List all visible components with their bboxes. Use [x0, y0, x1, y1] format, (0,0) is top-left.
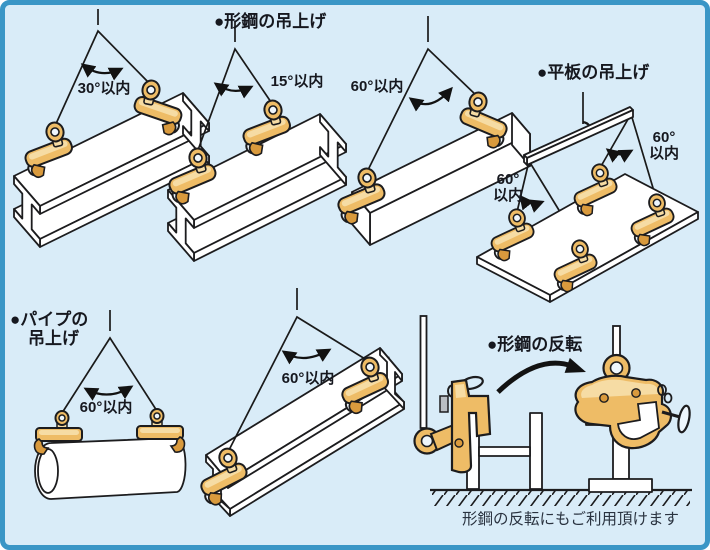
- section-title-beam-lifting: ●形鋼の吊上げ: [214, 11, 327, 31]
- i-beam-bottom-flange: [588, 478, 653, 493]
- clamp-body-highlight: [455, 384, 466, 398]
- ibeam-end-cap-right: [379, 347, 405, 410]
- section-title-pipe-line2: 吊上げ: [28, 329, 80, 348]
- clamp-hole: [631, 388, 641, 398]
- ibeam-end-cap-right: [319, 113, 347, 186]
- flip-arrow-head: [564, 357, 586, 373]
- clamp-jaw-opening: [617, 401, 660, 440]
- figure-reversal: ●形鋼の反転 形鋼の反転にもご利用頂けます: [413, 315, 692, 528]
- clamp-body: [450, 378, 492, 474]
- angle-label-left-deg: 60°: [497, 171, 520, 188]
- angle-label: 60°以内: [80, 398, 133, 416]
- chain-link: [663, 392, 673, 404]
- h-beam-right-flange: [529, 412, 543, 490]
- angle-arc: [80, 63, 124, 81]
- ground-hatching: [432, 491, 690, 506]
- handle-ring: [677, 404, 691, 434]
- clamp-eye-hole: [420, 434, 434, 448]
- clamp-hole: [454, 438, 464, 448]
- sling-lines: [197, 47, 274, 151]
- hoist-rod: [612, 325, 621, 357]
- angle-arc: [408, 86, 453, 112]
- chain-link: [657, 384, 667, 396]
- angle-label-left-unit: 以内: [493, 186, 523, 204]
- figure-beam-15deg: 15°以内: [159, 22, 347, 262]
- figure-plate-lifting: 60° 以内 60° 以内: [476, 92, 699, 303]
- clamp-eye-hole: [609, 361, 624, 375]
- clamp-pin: [439, 395, 449, 413]
- reversal-clamp-right: [574, 325, 691, 450]
- angle-label-60: 60°以内: [351, 77, 404, 95]
- spreader-bar-end: [523, 154, 528, 166]
- angle-label-right-unit: 以内: [649, 144, 679, 162]
- angle-arc: [281, 348, 332, 365]
- sling-lines: [227, 315, 371, 453]
- bar-end-right: [511, 112, 531, 167]
- reversal-caption: 形鋼の反転にもご利用頂けます: [462, 510, 679, 528]
- hoist-rod: [419, 315, 428, 429]
- clamp-hole: [599, 393, 609, 403]
- sling-lines: [54, 29, 152, 127]
- ibeam-end-cap-left: [167, 189, 195, 262]
- angle-label-right-deg: 60°: [653, 129, 676, 146]
- angle-arc-right: [605, 148, 634, 163]
- ibeam-end-cap-left: [13, 175, 41, 248]
- h-beam-web: [478, 446, 531, 457]
- figure-beam-60deg: 60°以内: [328, 16, 531, 246]
- flip-arrow-curve: [496, 360, 573, 394]
- section-title-reversal: ●形鋼の反転: [487, 334, 582, 354]
- sling-lines: [366, 47, 479, 173]
- angle-arc-left: [519, 194, 545, 213]
- section-title-pipe-line1: ●パイプの: [10, 309, 88, 329]
- sling-lines: [61, 336, 158, 414]
- angle-arc: [83, 385, 134, 401]
- handle-shaft: [661, 410, 681, 419]
- figure-inclined-beam: 60°以内: [189, 288, 405, 517]
- flip-arrow: [496, 357, 586, 394]
- figure-pipe-lifting: 60°以内: [33, 310, 187, 500]
- reversal-clamp-left: [413, 315, 492, 474]
- angle-label-15: 15°以内: [271, 72, 324, 90]
- angle-label: 60°以内: [282, 369, 335, 387]
- angle-arc: [213, 82, 254, 99]
- angle-label-30: 30°以内: [78, 79, 131, 97]
- pipe-opening: [37, 448, 59, 494]
- section-title-plate-lifting: ●平板の吊上げ: [537, 62, 650, 82]
